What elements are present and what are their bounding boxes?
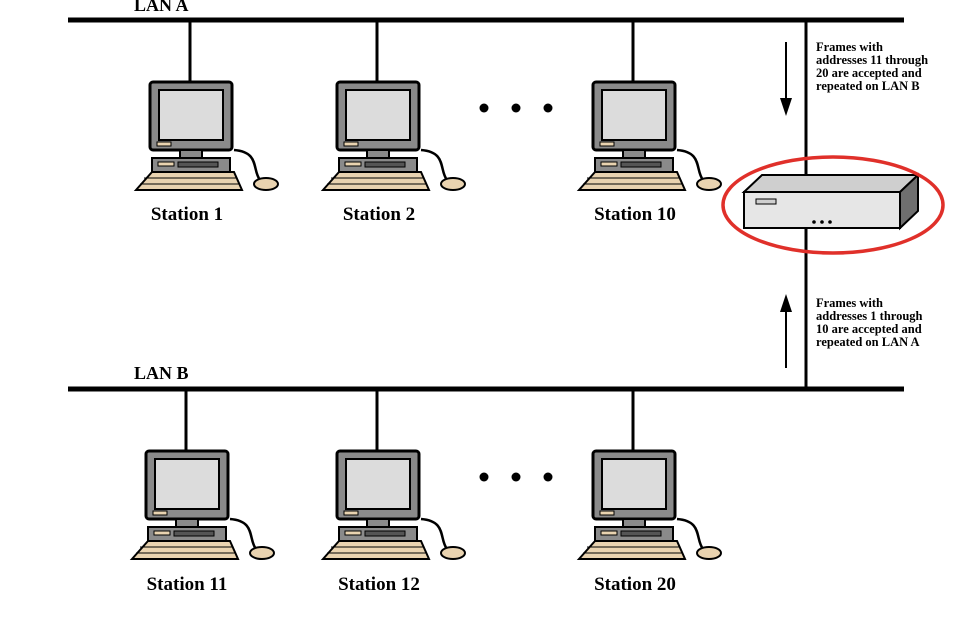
ellipsis-lan-a bbox=[479, 103, 553, 113]
station-label: Station 1 bbox=[151, 204, 223, 225]
station-label: Station 11 bbox=[147, 574, 228, 595]
computer-icon bbox=[130, 449, 276, 561]
computer-icon bbox=[321, 449, 467, 561]
note-b-to-a: Frames with addresses 1 through 10 are a… bbox=[816, 296, 923, 349]
station-label: Station 2 bbox=[343, 204, 415, 225]
note-line: addresses 1 through bbox=[816, 309, 923, 323]
note-line: 10 are accepted and bbox=[816, 322, 922, 336]
computer-icon bbox=[321, 80, 467, 192]
computer-icon bbox=[577, 80, 723, 192]
ellipsis-lan-b bbox=[479, 472, 553, 482]
arrow-down-icon bbox=[780, 42, 792, 116]
note-line: repeated on LAN A bbox=[816, 335, 920, 349]
highlight-ellipse bbox=[721, 155, 945, 255]
note-line: 20 are accepted and bbox=[816, 66, 922, 80]
station-label: Station 10 bbox=[594, 204, 676, 225]
lan-b-label: LAN B bbox=[134, 363, 189, 383]
lan-a-label: LAN A bbox=[134, 0, 189, 15]
station-label: Station 20 bbox=[594, 574, 676, 595]
bridge-device-icon bbox=[741, 172, 921, 231]
note-line: Frames with bbox=[816, 40, 883, 54]
note-line: repeated on LAN B bbox=[816, 79, 920, 93]
computer-icon bbox=[134, 80, 280, 192]
computer-icon bbox=[577, 449, 723, 561]
arrow-up-icon bbox=[780, 294, 792, 368]
note-line: Frames with bbox=[816, 296, 883, 310]
note-line: addresses 11 through bbox=[816, 53, 928, 67]
note-a-to-b: Frames with addresses 11 through 20 are … bbox=[816, 40, 928, 93]
station-label: Station 12 bbox=[338, 574, 420, 595]
